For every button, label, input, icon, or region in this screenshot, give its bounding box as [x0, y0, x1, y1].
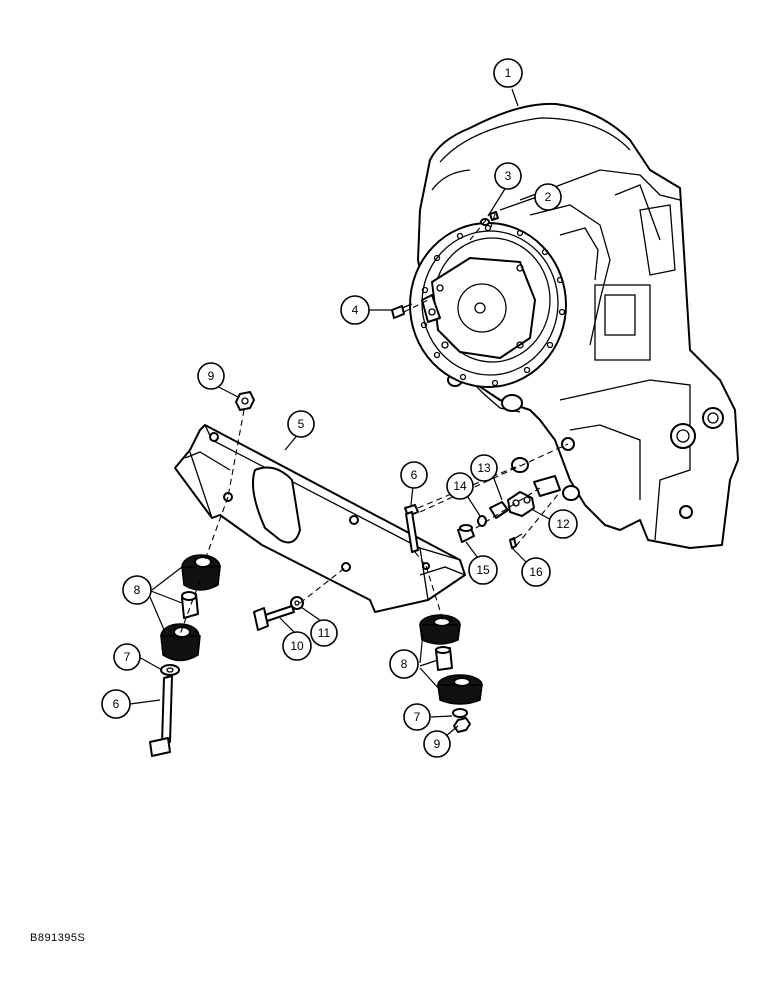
gasket-part-13 — [489, 501, 509, 519]
mounting-bracket — [174, 424, 466, 613]
isolator-mount-left-lower — [160, 623, 201, 662]
sleeve-right — [435, 646, 453, 671]
callout-9-top: 9 — [197, 362, 225, 390]
svg-text:7: 7 — [414, 710, 421, 724]
svg-text:14: 14 — [453, 479, 467, 493]
fitting-part-12 — [507, 491, 535, 517]
svg-text:10: 10 — [290, 639, 304, 653]
callout-15: 15 — [468, 555, 498, 585]
plug-part-15 — [457, 524, 475, 543]
bolt-part-10 — [253, 605, 295, 631]
svg-text:8: 8 — [401, 657, 408, 671]
callout-2: 2 — [534, 183, 562, 211]
svg-text:9: 9 — [434, 737, 441, 751]
callout-1: 1 — [493, 58, 523, 88]
callout-7-right: 7 — [403, 703, 431, 731]
svg-text:15: 15 — [476, 563, 490, 577]
svg-text:4: 4 — [352, 303, 359, 317]
svg-text:16: 16 — [529, 565, 543, 579]
callout-12: 12 — [548, 509, 578, 539]
o-ring-part-14 — [477, 515, 487, 527]
callout-16: 16 — [521, 557, 551, 587]
svg-text:12: 12 — [556, 517, 570, 531]
callout-13: 13 — [470, 454, 498, 482]
callout-4: 4 — [340, 295, 370, 325]
callout-6-lower: 6 — [101, 689, 131, 719]
svg-text:7: 7 — [124, 650, 131, 664]
callout-3: 3 — [494, 162, 522, 190]
svg-text:3: 3 — [505, 169, 512, 183]
callout-8-left: 8 — [122, 575, 152, 605]
callout-6-upper: 6 — [400, 461, 428, 489]
nut-part-9-bottom — [453, 717, 471, 733]
figure-code: B891395S — [30, 932, 86, 944]
washer-right — [452, 708, 468, 718]
svg-text:5: 5 — [298, 417, 305, 431]
washer-part-11 — [290, 596, 304, 610]
svg-text:6: 6 — [411, 468, 418, 482]
callout-7-left: 7 — [113, 643, 141, 671]
sleeve-left — [181, 591, 199, 619]
screw-part-16 — [509, 533, 523, 549]
bolt-part-6-upper — [404, 504, 419, 553]
svg-text:1: 1 — [505, 66, 512, 80]
svg-text:11: 11 — [318, 626, 331, 640]
callout-5: 5 — [287, 410, 315, 438]
svg-text:2: 2 — [545, 190, 552, 204]
callout-14: 14 — [446, 472, 474, 500]
svg-text:8: 8 — [134, 583, 141, 597]
svg-text:6: 6 — [113, 697, 120, 711]
isolator-mount-right-upper — [419, 614, 461, 645]
isolator-mount-right-lower — [437, 674, 483, 705]
nut-part-9-top — [235, 391, 255, 411]
washer-left — [160, 664, 180, 676]
isolator-mount-left-upper — [181, 554, 221, 591]
svg-text:9: 9 — [208, 369, 215, 383]
svg-text:13: 13 — [477, 461, 491, 475]
callout-9-bottom: 9 — [423, 730, 451, 758]
callout-8-right: 8 — [389, 649, 419, 679]
bolt-part-4 — [391, 303, 413, 319]
callout-10: 10 — [282, 631, 312, 661]
bolt-part-6-lower — [149, 675, 173, 757]
callout-11: 11 — [310, 619, 338, 647]
